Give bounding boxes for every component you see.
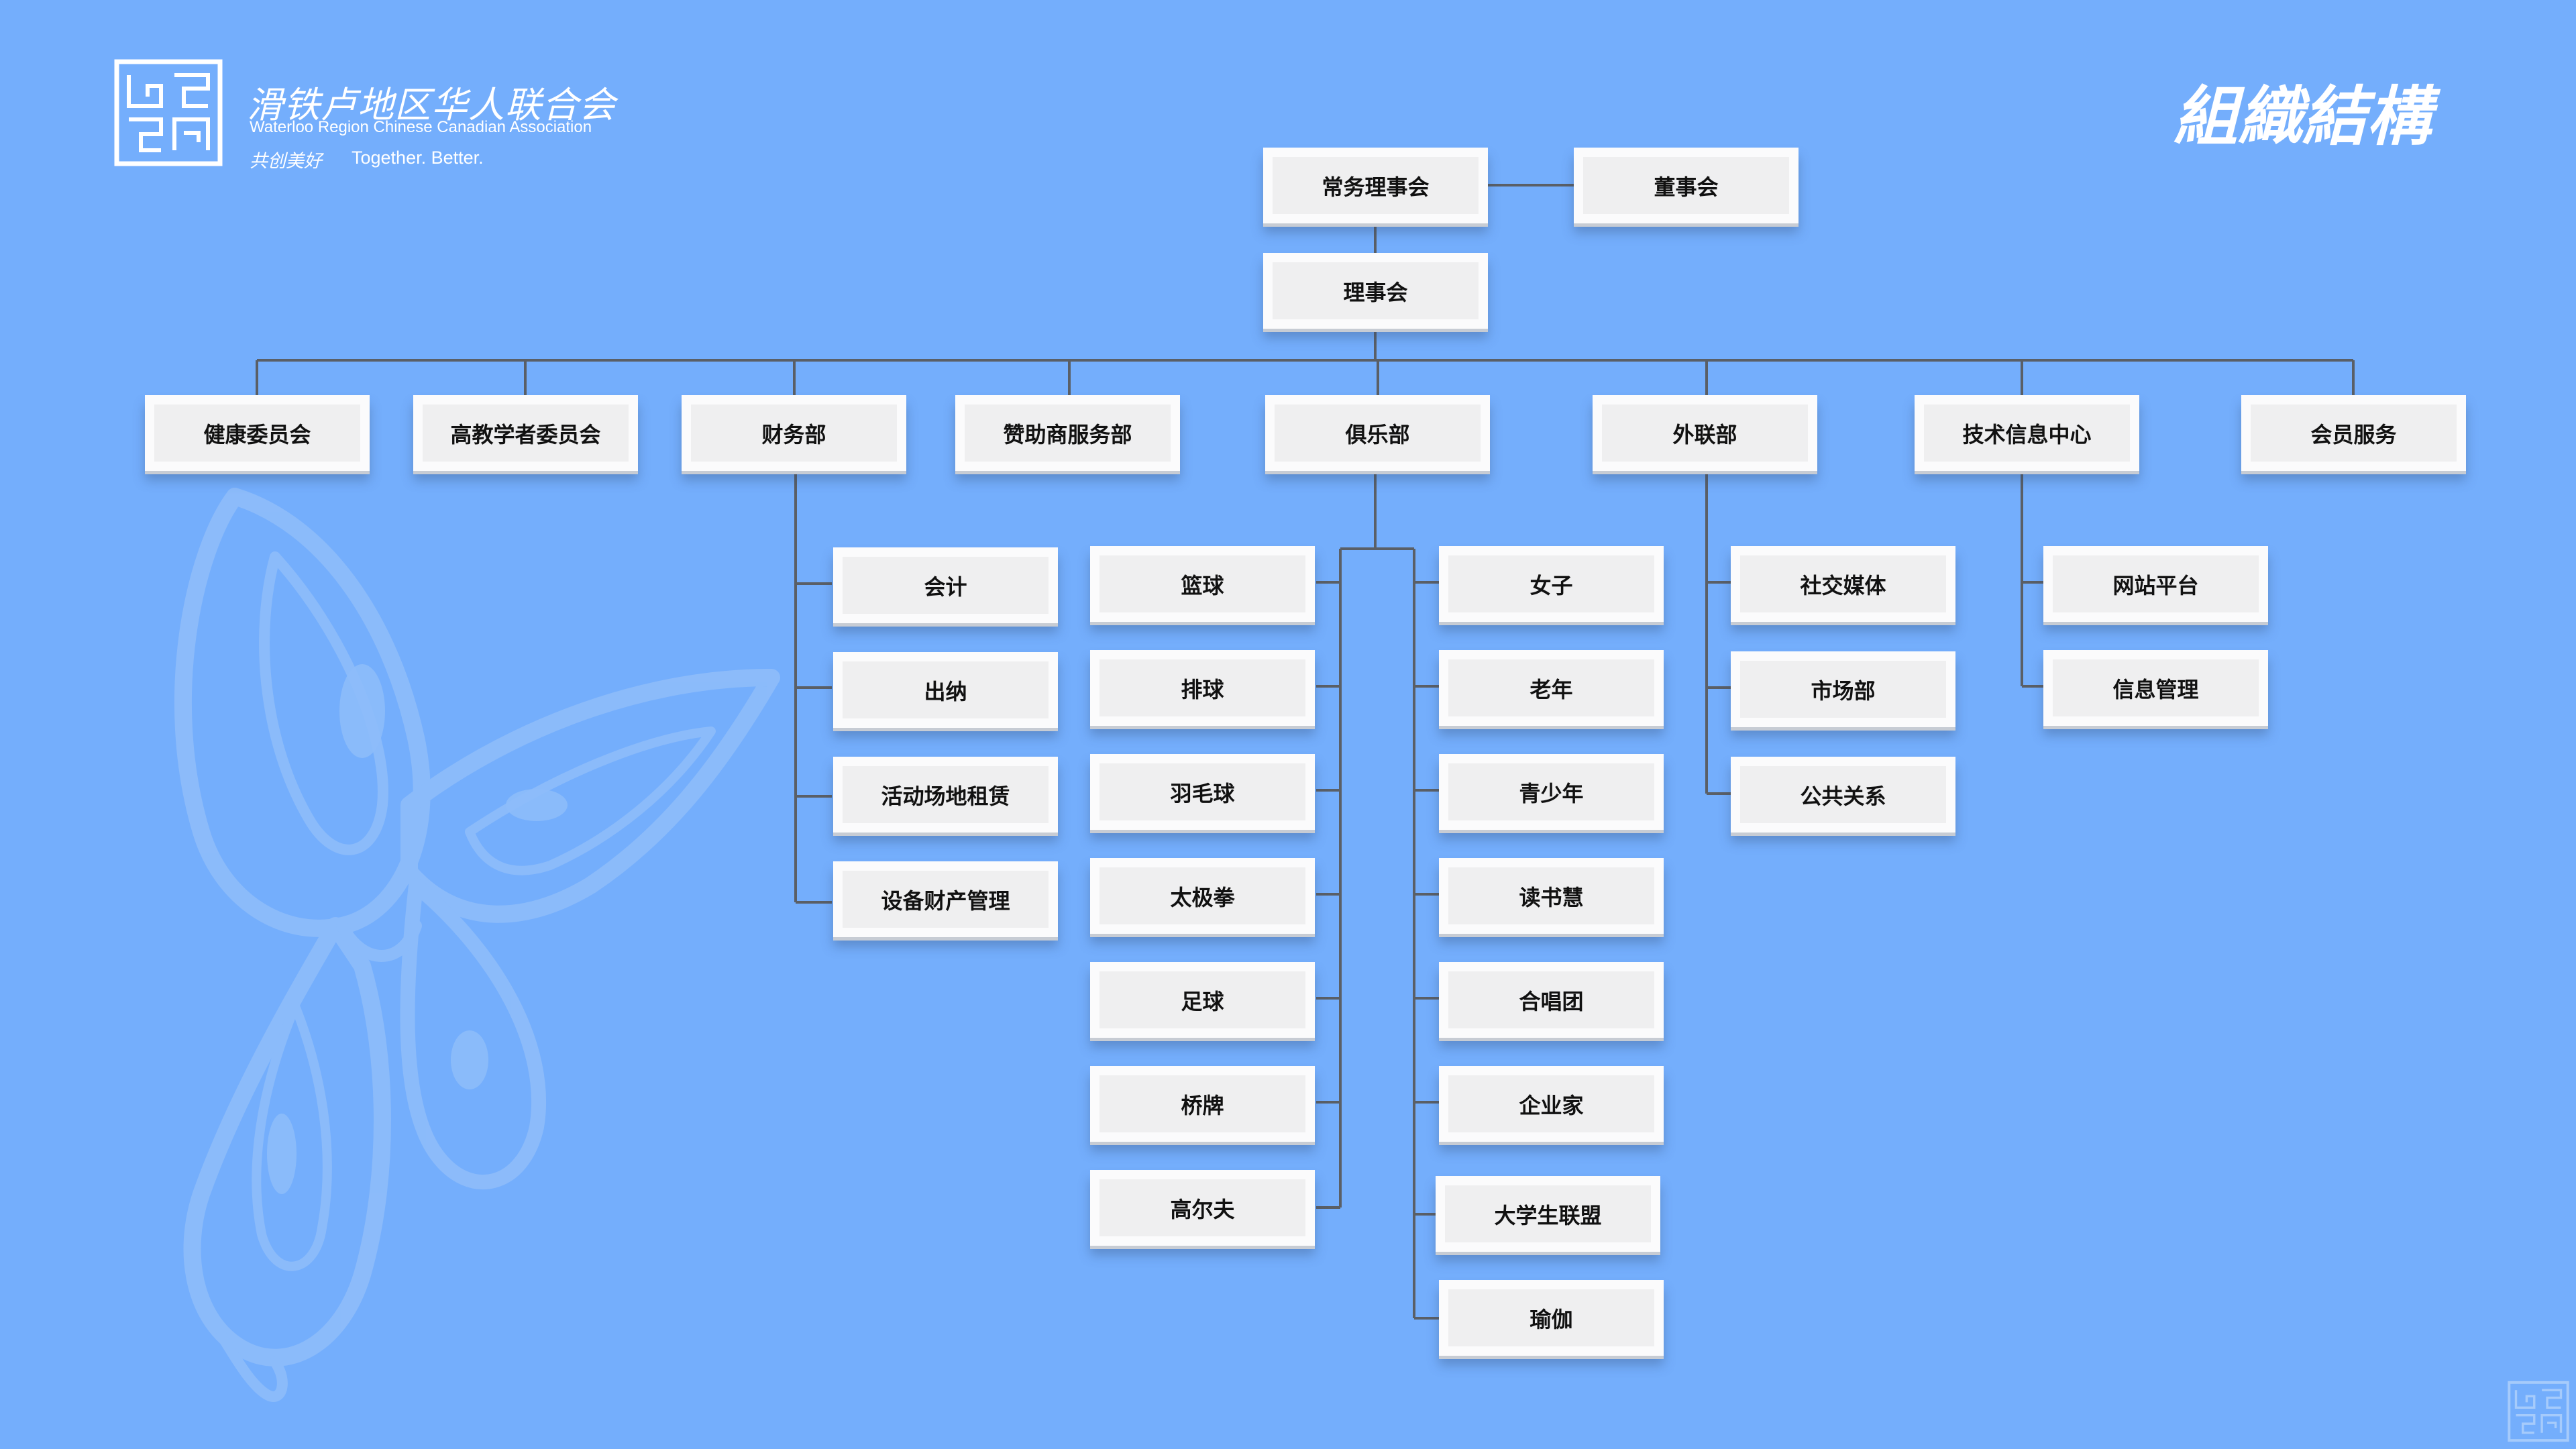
club-box-seniors: 老年 [1439,650,1664,726]
sub-box-cashier: 出纳 [833,652,1058,728]
club-box-university: 大学生联盟 [1436,1176,1660,1252]
org-box-label: 技术信息中心 [1962,421,2092,447]
sub-box-marketing: 市场部 [1731,651,1955,727]
butterfly-watermark-icon [174,488,780,1402]
dept-box-external: 外联部 [1593,395,1817,471]
org-box-label: 设备财产管理 [881,888,1010,914]
club-box-yoga: 瑜伽 [1439,1280,1664,1356]
org-box-label: 社交媒体 [1800,572,1886,598]
sub-box-public-relations: 公共关系 [1731,757,1955,833]
dept-box-finance: 财务部 [682,395,906,471]
org-box-label: 理事会 [1343,279,1408,305]
org-box-label: 排球 [1181,676,1224,702]
org-name-en: Waterloo Region Chinese Canadian Associa… [250,118,592,136]
org-box-board: 董事会 [1574,148,1799,223]
sub-box-social-media: 社交媒体 [1731,546,1955,622]
slogan-en: Together. Better. [352,148,484,168]
club-box-badminton: 羽毛球 [1090,754,1315,830]
dept-box-member: 会员服务 [2241,395,2466,471]
org-box-label: 常务理事会 [1322,174,1430,200]
org-box-label: 企业家 [1519,1092,1584,1118]
corner-logo-icon [2508,1381,2569,1442]
org-box-label: 羽毛球 [1170,780,1235,806]
logo [114,59,223,166]
sub-box-web-platform: 网站平台 [2043,546,2268,622]
club-box-volleyball: 排球 [1090,650,1315,726]
org-box-label: 读书慧 [1519,884,1584,910]
dept-box-scholars: 高教学者委员会 [413,395,638,471]
org-box-label: 俱乐部 [1345,421,1410,447]
org-box-label: 桥牌 [1181,1092,1224,1118]
org-box-label: 健康委员会 [203,421,311,447]
club-box-golf: 高尔夫 [1090,1170,1315,1246]
club-box-basketball: 篮球 [1090,546,1315,622]
club-box-soccer: 足球 [1090,962,1315,1038]
org-box-label: 活动场地租赁 [881,783,1010,809]
club-box-women: 女子 [1439,546,1664,622]
org-box-label: 高尔夫 [1170,1196,1235,1222]
sub-box-accounting: 会计 [833,547,1058,623]
org-box-label: 大学生联盟 [1494,1202,1602,1228]
slogan-cn: 共创美好 [250,151,322,172]
org-box-label: 外联部 [1672,421,1737,447]
org-box-label: 老年 [1529,676,1573,702]
dept-box-sponsor: 赞助商服务部 [955,395,1180,471]
org-box-executive: 常务理事会 [1263,148,1488,223]
org-box-label: 公共关系 [1800,783,1886,809]
org-box-label: 太极拳 [1170,884,1235,910]
org-box-label: 瑜伽 [1529,1306,1573,1332]
club-box-bridge: 桥牌 [1090,1066,1315,1142]
sub-box-info-mgmt: 信息管理 [2043,650,2268,726]
org-box-label: 足球 [1181,988,1224,1014]
org-box-label: 董事会 [1654,174,1719,200]
org-box-label: 高教学者委员会 [450,421,601,447]
club-box-taichi: 太极拳 [1090,858,1315,934]
org-box-label: 市场部 [1811,678,1876,704]
sub-box-asset-mgmt: 设备财产管理 [833,861,1058,937]
org-box-label: 出纳 [924,678,967,704]
org-box-label: 女子 [1529,572,1573,598]
dept-box-club: 俱乐部 [1265,395,1490,471]
org-box-label: 会计 [924,574,967,600]
dept-box-tech: 技术信息中心 [1915,395,2139,471]
logo-mark-icon [114,59,223,166]
club-box-entrepreneurs: 企业家 [1439,1066,1664,1142]
dept-box-health: 健康委员会 [145,395,370,471]
org-box-label: 篮球 [1181,572,1224,598]
club-box-youth: 青少年 [1439,754,1664,830]
org-name-cn: 滑铁卢地区华人联合会 [247,84,616,126]
org-box-label: 合唱团 [1519,988,1584,1014]
club-box-choir: 合唱团 [1439,962,1664,1038]
org-box-label: 网站平台 [2112,572,2199,598]
org-box-label: 信息管理 [2112,676,2199,702]
org-box-label: 会员服务 [2310,421,2397,447]
club-box-reading: 读书慧 [1439,858,1664,934]
org-box-label: 财务部 [761,421,826,447]
page-title: 組織結構 [2174,78,2431,154]
org-box-label: 赞助商服务部 [1003,421,1132,447]
org-box-council: 理事会 [1263,253,1488,329]
org-box-label: 青少年 [1519,780,1584,806]
sub-box-venue-rental: 活动场地租赁 [833,757,1058,833]
